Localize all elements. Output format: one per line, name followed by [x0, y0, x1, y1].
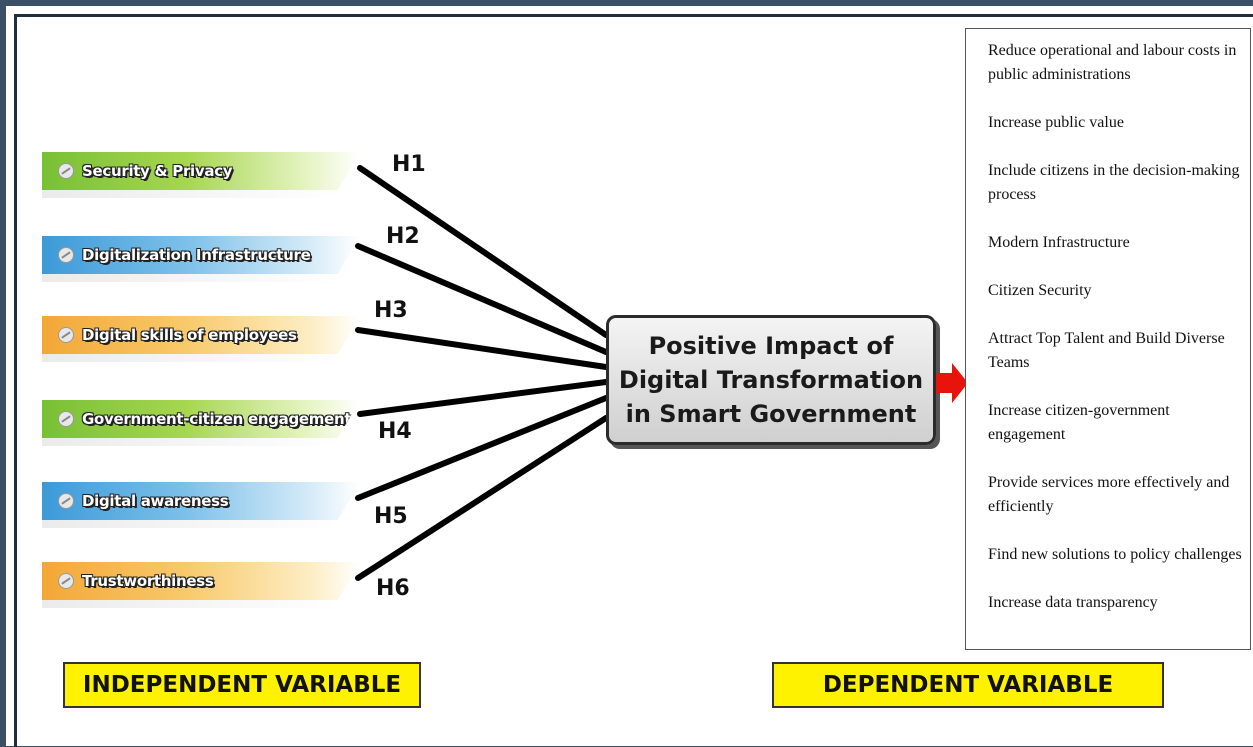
connector-h6 — [355, 415, 609, 581]
hypothesis-label-h6: H6 — [376, 576, 410, 601]
iv-label: Digital awareness — [82, 492, 229, 510]
hypothesis-label-h1: H1 — [392, 152, 426, 177]
connector-h4 — [357, 379, 609, 417]
iv-label: Digital skills of employees — [82, 326, 297, 344]
bullet-icon — [58, 493, 74, 509]
iv-label: Government-citizen engagement — [82, 410, 352, 428]
outcome-item: Provide services more effectively and ef… — [988, 474, 1230, 515]
bullet-icon — [58, 573, 74, 589]
hypothesis-label-h2: H2 — [386, 224, 420, 249]
central-line-2: Digital Transformation — [618, 366, 924, 394]
outcome-item: Modern Infrastructure — [988, 234, 1130, 251]
connector-h1 — [357, 165, 609, 338]
bullet-icon — [58, 163, 74, 179]
outcome-item: Reduce operational and labour costs in p… — [988, 42, 1237, 83]
dependent-variable-label: DEPENDENT VARIABLE — [772, 662, 1164, 708]
bullet-icon — [58, 247, 74, 263]
iv-banner-security-privacy: Security & Privacy — [42, 152, 360, 190]
bullet-icon — [58, 327, 74, 343]
iv-banner-digitalization-infrastructure: Digitalization Infrastructure — [42, 236, 360, 274]
iv-label: Trustworthiness — [82, 572, 214, 590]
banner-shadow — [42, 274, 342, 282]
iv-banner-government-citizen-engagement: Government-citizen engagement — [42, 400, 360, 438]
central-line-3: in Smart Government — [625, 400, 917, 428]
outcome-item: Attract Top Talent and Build Diverse Tea… — [988, 330, 1225, 371]
hypothesis-label-h4: H4 — [378, 419, 412, 444]
central-concept-box: Positive Impact of Digital Transformatio… — [606, 315, 936, 445]
connector-h3 — [355, 327, 609, 370]
inner-frame — [14, 14, 1253, 747]
outcome-item: Increase public value — [988, 114, 1124, 131]
arrow-right-icon — [936, 363, 968, 403]
iv-label: Security & Privacy — [82, 162, 233, 180]
outcomes-list: Reduce operational and labour costs in p… — [965, 28, 1251, 650]
hypothesis-label-h3: H3 — [374, 298, 408, 323]
outcome-item: Find new solutions to policy challenges — [988, 546, 1242, 563]
connector-h2 — [355, 243, 609, 355]
banner-shadow — [42, 600, 342, 608]
connector-h5 — [355, 395, 609, 501]
outcome-item: Increase citizen-government engagement — [988, 402, 1170, 443]
outcome-item: Citizen Security — [988, 282, 1092, 299]
central-line-1: Positive Impact of — [648, 332, 894, 360]
bullet-icon — [58, 411, 74, 427]
iv-banner-digital-skills: Digital skills of employees — [42, 316, 360, 354]
iv-banner-digital-awareness: Digital awareness — [42, 482, 360, 520]
iv-banner-trustworthiness: Trustworthiness — [42, 562, 360, 600]
banner-shadow — [42, 190, 342, 198]
hypothesis-label-h5: H5 — [374, 504, 408, 529]
banner-shadow — [42, 438, 342, 446]
independent-variable-label: INDEPENDENT VARIABLE — [63, 662, 421, 708]
outcome-item: Include citizens in the decision-making … — [988, 162, 1240, 203]
outcome-item: Increase data transparency — [988, 594, 1158, 611]
banner-shadow — [42, 354, 342, 362]
banner-shadow — [42, 520, 342, 528]
iv-label: Digitalization Infrastructure — [82, 246, 311, 264]
